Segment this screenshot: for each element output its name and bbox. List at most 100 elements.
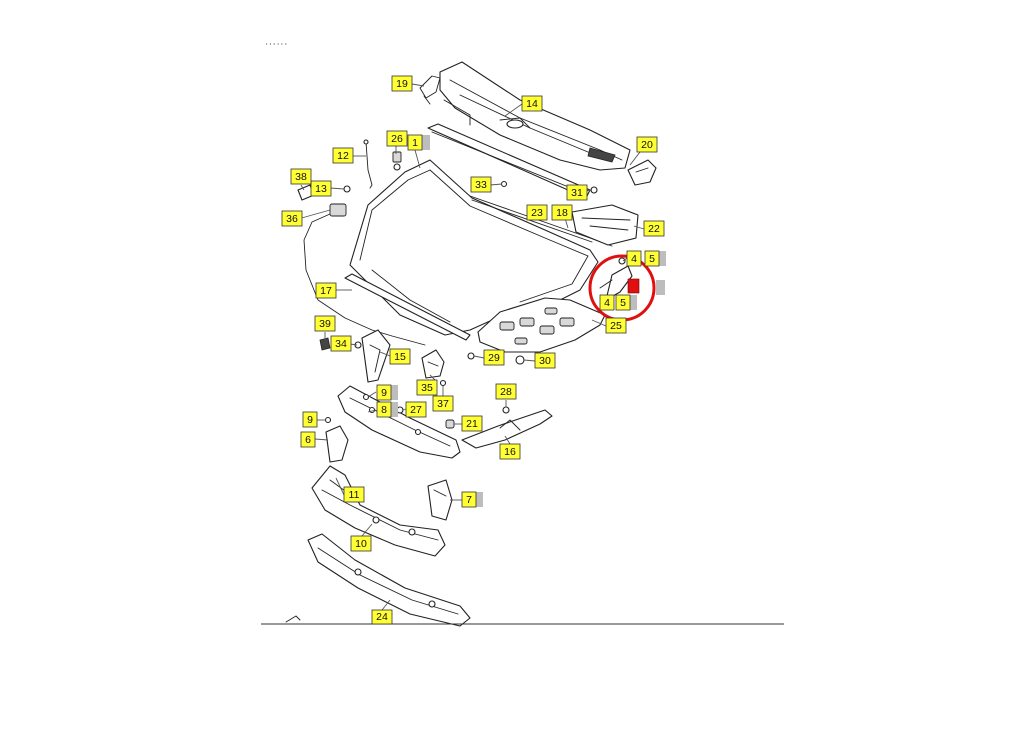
callout-9b: 9 — [302, 411, 318, 428]
svg-text:30: 30 — [539, 355, 551, 367]
callout-8: 8 — [376, 401, 398, 418]
callout-5a: 5 — [644, 250, 666, 267]
callout-11: 11 — [343, 486, 365, 503]
part-6-bracket — [325, 425, 349, 463]
svg-text:25: 25 — [610, 320, 622, 332]
clipped-header-text: ᐧᐧᐧᐧᐧᐧ — [265, 39, 288, 51]
callout-26: 26 — [386, 130, 408, 147]
clipped-bottom-part — [285, 615, 301, 623]
callout-25: 25 — [605, 317, 627, 334]
callout-24: 24 — [371, 609, 393, 625]
part-37-bolt — [439, 379, 447, 387]
callout-34: 34 — [330, 335, 352, 352]
svg-text:29: 29 — [488, 352, 500, 364]
callout-9a: 9 — [376, 384, 398, 401]
svg-text:20: 20 — [641, 139, 653, 151]
callout-13: 13 — [310, 180, 332, 197]
callout-4b: 4 — [599, 294, 615, 311]
callout-38: 38 — [290, 168, 312, 185]
svg-text:9: 9 — [307, 414, 313, 426]
callout-16: 16 — [499, 443, 521, 460]
callout-4a: 4 — [626, 250, 642, 267]
callout-33: 33 — [470, 176, 492, 193]
svg-text:27: 27 — [410, 404, 422, 416]
svg-text:5: 5 — [649, 253, 655, 265]
svg-text:23: 23 — [531, 207, 543, 219]
callout-23: 23 — [526, 204, 548, 221]
callout-39: 39 — [314, 315, 336, 332]
svg-text:19: 19 — [396, 78, 408, 90]
part-26-clip — [392, 151, 402, 171]
callout-15: 15 — [389, 348, 411, 365]
callout-28: 28 — [495, 383, 517, 400]
callout-30: 30 — [534, 352, 556, 369]
part-36-release-cable — [303, 203, 426, 346]
part-17-front-seal — [344, 273, 471, 341]
part-20-bracket — [627, 159, 657, 186]
svg-text:4: 4 — [604, 297, 610, 309]
part-16-bracket — [461, 409, 553, 449]
svg-text:16: 16 — [504, 446, 516, 458]
callout-29: 29 — [483, 349, 505, 366]
part-25-insulator — [477, 297, 606, 353]
part-9-bolt-lower — [324, 416, 332, 424]
callout-35: 35 — [416, 379, 438, 396]
part-19-bracket — [419, 75, 441, 105]
svg-text:4: 4 — [631, 253, 637, 265]
part-13-clip — [343, 185, 351, 193]
svg-text:9: 9 — [381, 387, 387, 399]
part-7-bracket — [427, 479, 453, 521]
svg-text:5: 5 — [620, 297, 626, 309]
svg-text:14: 14 — [526, 98, 538, 110]
callout-6: 6 — [300, 431, 316, 448]
svg-text:38: 38 — [295, 171, 307, 183]
highlighted-part-marker — [627, 278, 640, 294]
svg-text:8: 8 — [381, 404, 387, 416]
callout-12: 12 — [332, 147, 354, 164]
part-9-bolt-upper — [362, 393, 370, 401]
callout-blank-grey — [656, 280, 665, 295]
svg-text:11: 11 — [349, 489, 360, 501]
svg-text:26: 26 — [391, 133, 403, 145]
svg-text:21: 21 — [466, 418, 478, 430]
svg-text:6: 6 — [305, 434, 311, 446]
svg-text:7: 7 — [466, 494, 472, 506]
svg-text:15: 15 — [394, 351, 406, 363]
svg-text:34: 34 — [335, 338, 347, 350]
svg-text:13: 13 — [315, 183, 327, 195]
svg-text:10: 10 — [355, 538, 367, 550]
callout-5b: 5 — [615, 294, 637, 311]
svg-text:1: 1 — [412, 137, 418, 149]
svg-text:37: 37 — [437, 398, 449, 410]
svg-text:36: 36 — [286, 213, 298, 225]
callout-7: 7 — [461, 491, 483, 508]
svg-text:28: 28 — [500, 386, 512, 398]
part-21-clip — [445, 419, 455, 429]
svg-text:31: 31 — [571, 187, 583, 199]
callout-20: 20 — [636, 136, 658, 153]
callout-17: 17 — [315, 282, 337, 299]
svg-text:39: 39 — [319, 318, 331, 330]
callout-18: 18 — [551, 204, 573, 221]
part-15-latch-bracket — [361, 329, 391, 383]
svg-text:35: 35 — [421, 382, 433, 394]
callout-19: 19 — [391, 75, 413, 92]
svg-text:24: 24 — [376, 611, 388, 623]
callout-10: 10 — [350, 535, 372, 552]
svg-text:12: 12 — [337, 150, 349, 162]
part-29-bumper — [467, 352, 475, 360]
part-30-bumper — [515, 355, 525, 365]
callout-36: 36 — [281, 210, 303, 227]
svg-text:18: 18 — [556, 207, 568, 219]
part-24-lower-member — [307, 533, 471, 627]
callout-21: 21 — [461, 415, 483, 432]
cowl-top-panel — [439, 61, 631, 171]
callout-1: 1 — [407, 134, 430, 151]
callout-31: 31 — [566, 184, 588, 201]
part-12-prop-rod — [363, 139, 373, 189]
part-35-hood-latch — [421, 349, 445, 379]
callout-27: 27 — [405, 401, 427, 418]
part-33-clip — [500, 180, 508, 188]
svg-text:22: 22 — [648, 223, 660, 235]
